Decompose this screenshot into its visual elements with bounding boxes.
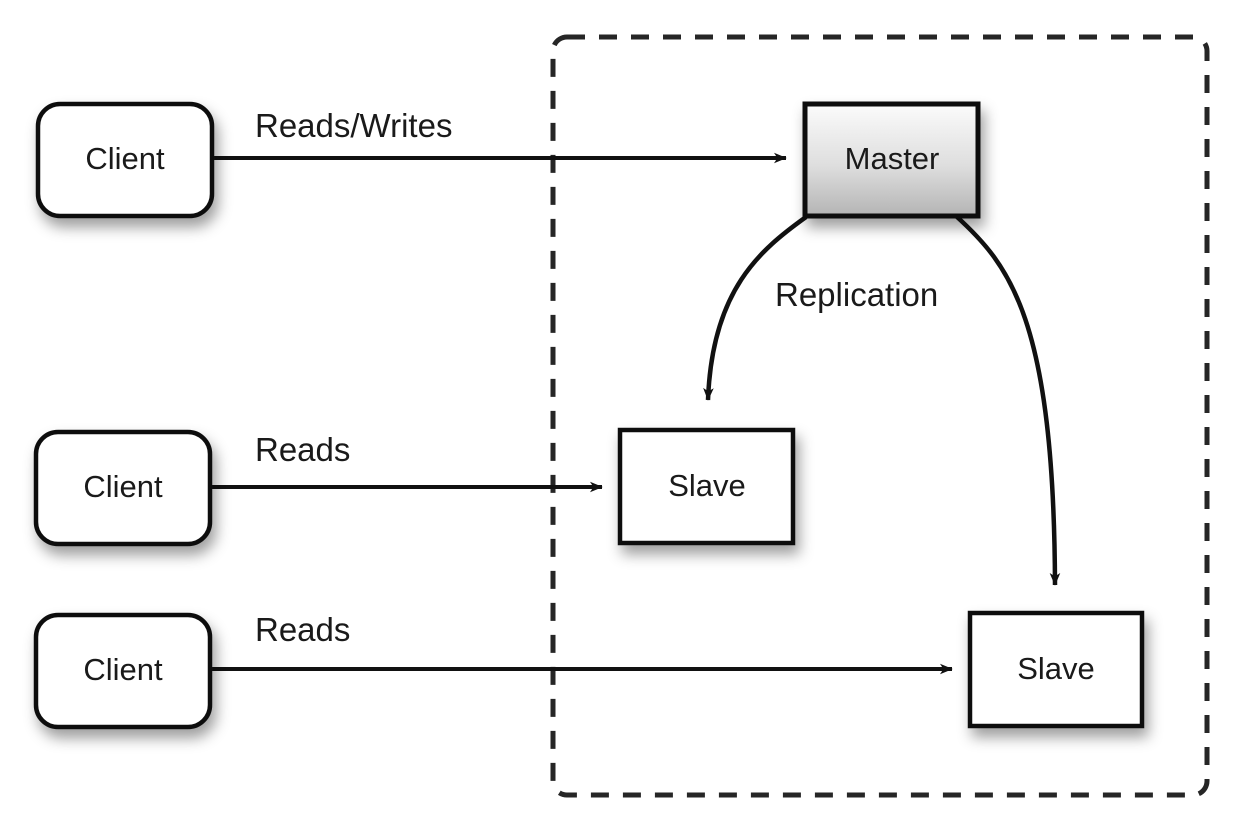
client-2-label: Client — [83, 469, 163, 504]
node-client-1[interactable]: Client — [35, 101, 215, 219]
edge-label-reads-2: Reads — [255, 611, 350, 648]
slave-1-box[interactable] — [617, 427, 796, 546]
node-master[interactable]: Master — [802, 101, 981, 219]
client-3-label: Client — [83, 652, 163, 687]
node-slave-1[interactable]: Slave — [617, 427, 796, 546]
slave-2-label: Slave — [1017, 651, 1095, 686]
client-3-box[interactable] — [33, 612, 213, 730]
replication-cluster-boundary — [550, 34, 1210, 798]
edge-label-reads-1: Reads — [255, 431, 350, 468]
node-slave-2[interactable]: Slave — [967, 610, 1145, 729]
edge-master-slave1-curve — [703, 215, 808, 401]
edge-master-slave2 — [954, 214, 1061, 586]
master-label: Master — [845, 141, 940, 176]
node-client-2[interactable]: Client — [33, 429, 213, 547]
node-client-3[interactable]: Client — [33, 612, 213, 730]
edge-master-slave1 — [703, 215, 808, 401]
slave-2-box[interactable] — [967, 610, 1145, 729]
edge-master-slave2-curve — [954, 214, 1061, 586]
edge-label-replication: Replication — [775, 276, 938, 313]
client-1-label: Client — [85, 141, 165, 176]
slave-1-label: Slave — [668, 468, 746, 503]
edge-label-reads-writes: Reads/Writes — [255, 107, 452, 144]
client-2-box[interactable] — [33, 429, 213, 547]
client-1-box[interactable] — [35, 101, 215, 219]
master-box[interactable] — [802, 101, 981, 219]
